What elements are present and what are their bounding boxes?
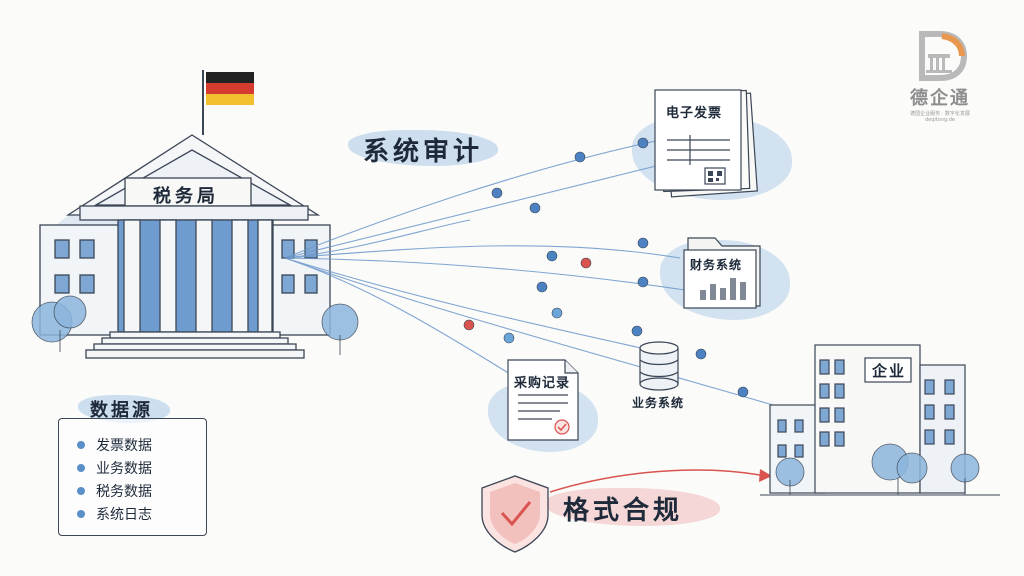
procurement-document (507, 359, 579, 441)
data-sources-title: 数据源 (90, 400, 153, 421)
tax-office-trees (31, 295, 359, 355)
logo-url: deqitong.de (924, 117, 955, 123)
finance-system-label: 财务系统 (690, 258, 743, 272)
compliance-label: 格式合规 (563, 496, 684, 526)
logo-tagline: 德国企业服务 · 数字化发展 (910, 111, 970, 117)
shield-check-icon (481, 475, 549, 553)
brand-logo: 德企通 德国企业服务 · 数字化发展 deqitong.de (895, 28, 985, 123)
einvoice-label: 电子发票 (666, 106, 723, 121)
bullet-dot-icon (77, 440, 85, 449)
audit-label: 系统审计 (363, 137, 484, 167)
finance-chart-bars (700, 278, 746, 300)
compliance-arrow-head (759, 469, 772, 482)
business-system-label: 业务系统 (632, 396, 685, 410)
procurement-label: 采购记录 (514, 376, 571, 391)
flag-stripe-gold (206, 94, 254, 105)
data-source-item: 系统日志 (77, 502, 206, 525)
data-sources-list: 发票数据 业务数据 税务数据 系统日志 (59, 419, 206, 525)
logo-name: 德企通 (910, 88, 970, 109)
tax-office-label: 税务局 (153, 186, 219, 207)
bullet-dot-icon (77, 509, 85, 518)
logo-mark-icon (912, 28, 968, 84)
tax-office-building (39, 70, 331, 359)
data-flow-lines (284, 139, 791, 411)
bullet-dot-icon (77, 463, 85, 472)
enterprise-trees (775, 443, 980, 495)
einvoice-document (654, 89, 758, 198)
audit-label-brush (348, 130, 498, 166)
data-source-item: 发票数据 (77, 433, 206, 456)
flag-stripe-red (206, 83, 254, 94)
data-source-item: 税务数据 (77, 479, 206, 502)
data-source-item: 业务数据 (77, 456, 206, 479)
enterprise-label: 企业 (872, 362, 907, 380)
data-sources-panel: 发票数据 业务数据 税务数据 系统日志 (58, 418, 207, 536)
compliance-label-brush (545, 488, 720, 526)
flag-stripe-black (206, 72, 254, 83)
database-icon (639, 341, 679, 391)
bullet-dot-icon (77, 486, 85, 495)
compliance-arrow (549, 469, 761, 493)
finance-folder (683, 237, 761, 309)
data-flow-nodes (463, 137, 786, 416)
